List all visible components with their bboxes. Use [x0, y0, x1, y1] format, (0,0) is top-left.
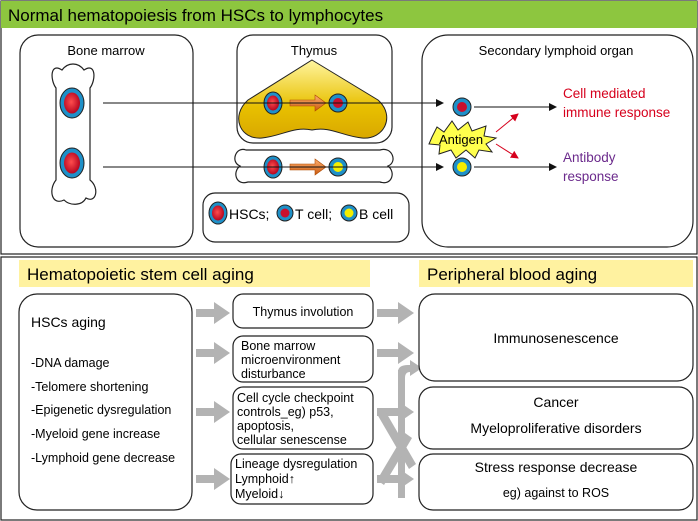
- mid-box-text: Cell cycle checkpoint: [237, 391, 354, 405]
- hsc-cell-icon: [59, 87, 85, 119]
- thymus-label: Thymus: [291, 43, 338, 58]
- legend-hsc-icon: [208, 201, 228, 225]
- gray-arrows-right: [377, 302, 422, 498]
- gray-connector: [377, 433, 412, 485]
- hsc-aging-title-bar: [19, 260, 370, 287]
- lineage-dysregulation-box: [230, 453, 374, 505]
- antibody-label-line2: response: [563, 169, 619, 184]
- mid-box-text: Myeloid↓: [235, 487, 284, 501]
- gray-arrow: [377, 468, 414, 490]
- antigen-to-antibody-arrow: [495, 143, 519, 159]
- gray-arrow: [196, 401, 230, 423]
- right-box-text: Myeloproliferative disorders: [470, 420, 641, 436]
- right-box-text: eg) against to ROS: [503, 486, 609, 500]
- gray-arrow: [377, 342, 414, 364]
- top-title-bar: [1, 1, 697, 28]
- t-cell-icon: [452, 97, 472, 117]
- gray-arrow: [377, 401, 414, 423]
- secondary-lymphoid-label: Secondary lymphoid organ: [479, 43, 634, 58]
- hsc-aging-item: -DNA damage: [31, 356, 110, 370]
- hsc-aging-item: -Myeloid gene increase: [31, 427, 160, 441]
- peripheral-title: Peripheral blood aging: [427, 265, 597, 284]
- legend-b-cell-label: B cell: [359, 206, 393, 222]
- immunosenescence-box: [418, 293, 694, 382]
- hsc-aging-box: [18, 293, 193, 511]
- gray-arrow: [196, 468, 230, 490]
- antigen-label: Antigen: [439, 132, 483, 147]
- hsc-cell-icon: [59, 147, 85, 179]
- mid-box-text: Lymphoid↑: [235, 472, 295, 486]
- hsc-aging-box-title: HSCs aging: [31, 314, 106, 330]
- hsc-aging-title: Hematopoietic stem cell aging: [27, 265, 254, 284]
- cancer-box: [418, 386, 694, 450]
- thymus-organ-icon: [238, 59, 388, 139]
- gray-arrows-left: [196, 302, 230, 490]
- cell-cycle-checkpoint-box: [232, 386, 374, 450]
- b-cell-icon: [452, 157, 472, 177]
- mid-box-text: Thymus involution: [253, 305, 354, 319]
- antibody-label-line1: Antibody: [563, 150, 616, 165]
- top-title: Normal hematopoiesis from HSCs to lympho…: [8, 6, 383, 25]
- mid-box-text: disturbance: [241, 367, 306, 381]
- peripheral-title-bar: [419, 260, 693, 287]
- antigen-burst-icon: [428, 120, 498, 159]
- cell-mediated-label-line2: immune response: [563, 105, 670, 120]
- mid-box-text: controls_eg) p53,: [237, 405, 334, 419]
- hsc-aging-item: -Epigenetic dysregulation: [31, 403, 171, 417]
- cell-legend-box: [202, 192, 410, 243]
- gray-arrow: [196, 342, 230, 364]
- legend-hsc-label: HSCs;: [229, 206, 269, 222]
- hsc-aging-item: -Telomere shortening: [31, 380, 148, 394]
- bone-marrow-label: Bone marrow: [67, 43, 145, 58]
- hsc-aging-item: -Lymphoid gene decrease: [31, 451, 175, 465]
- gray-connector: [398, 370, 405, 498]
- right-box-text: Cancer: [533, 394, 578, 410]
- gray-arrow: [398, 360, 422, 378]
- bone-marrow-box: [19, 34, 194, 248]
- stress-response-box: [418, 453, 694, 511]
- thymus-involution-box: [232, 293, 374, 329]
- mid-box-text: Bone marrow: [241, 339, 316, 353]
- mid-box-text: microenvironment: [241, 353, 341, 367]
- gray-arrow: [377, 302, 414, 324]
- gray-arrow: [196, 302, 230, 324]
- right-box-text: Stress response decrease: [475, 459, 638, 475]
- right-box-text: Immunosenescence: [493, 330, 619, 346]
- mid-box-text: cellular senescense: [237, 433, 347, 447]
- mid-box-text: apoptosis,: [237, 419, 294, 433]
- gray-connector: [377, 409, 416, 469]
- bone-marrow-disturbance-box: [232, 335, 374, 383]
- legend-t-cell-label: T cell;: [295, 206, 332, 222]
- bone-vertical-icon: [51, 63, 97, 205]
- mid-box-text: Lineage dysregulation: [235, 457, 357, 471]
- antigen-to-cell-mediated-arrow: [495, 113, 519, 133]
- legend-b-cell-icon: [340, 204, 358, 222]
- legend-t-cell-icon: [276, 204, 294, 222]
- secondary-lymphoid-box: [421, 34, 694, 248]
- cell-mediated-label-line1: Cell mediated: [563, 86, 646, 101]
